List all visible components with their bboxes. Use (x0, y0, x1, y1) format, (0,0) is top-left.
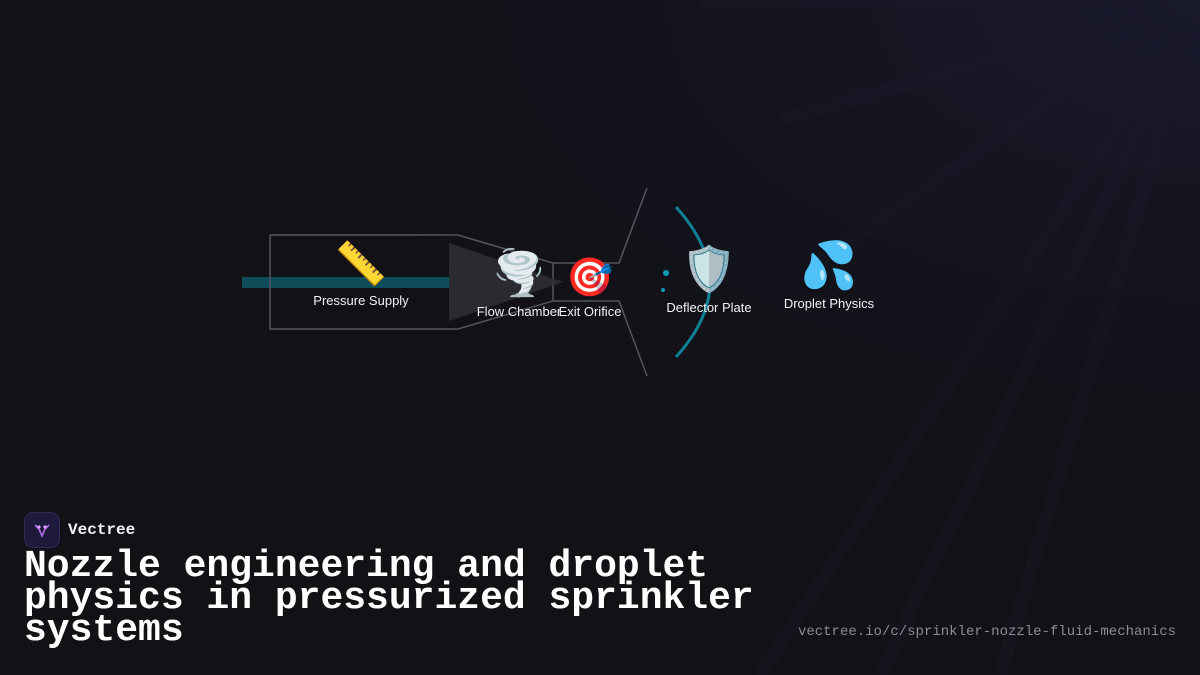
page-title: Nozzle engineering and droplet physics i… (24, 545, 754, 652)
stage-label: Deflector Plate (666, 300, 752, 315)
ruler-icon: 📏 (334, 239, 388, 288)
droplet-dot (661, 288, 665, 292)
water-droplets-icon: 💦 (800, 238, 858, 292)
stage-deflector-plate: 🛡️ Deflector Plate (666, 244, 752, 316)
stage-pressure-supply: 📏 Pressure Supply (313, 239, 409, 309)
pressure-flow-bar (242, 277, 450, 288)
page-url[interactable]: vectree.io/c/sprinkler-nozzle-fluid-mech… (797, 624, 1176, 640)
target-icon: 🎯 (566, 255, 614, 299)
shield-icon: 🛡️ (681, 244, 737, 295)
droplet-dot (663, 270, 669, 276)
orifice-outline (553, 187, 648, 377)
tornado-icon: 🌪️ (491, 248, 547, 299)
stage-label: Exit Orifice (558, 304, 622, 319)
deflector-arc (674, 205, 712, 359)
brand-name: Vectree (68, 521, 136, 539)
convergence-cone (449, 243, 563, 321)
stage-label: Droplet Physics (783, 296, 875, 311)
vectree-logo-icon (24, 512, 60, 548)
brand: Vectree (24, 512, 135, 548)
stage-exit-orifice: 🎯 Exit Orifice (559, 258, 622, 319)
stage-droplet-physics: 💦 Droplet Physics (784, 242, 874, 311)
stage-label: Pressure Supply (313, 293, 409, 308)
stage-label: Flow Chamber (476, 304, 562, 319)
stage-flow-chamber: 🌪️ Flow Chamber (476, 248, 562, 320)
